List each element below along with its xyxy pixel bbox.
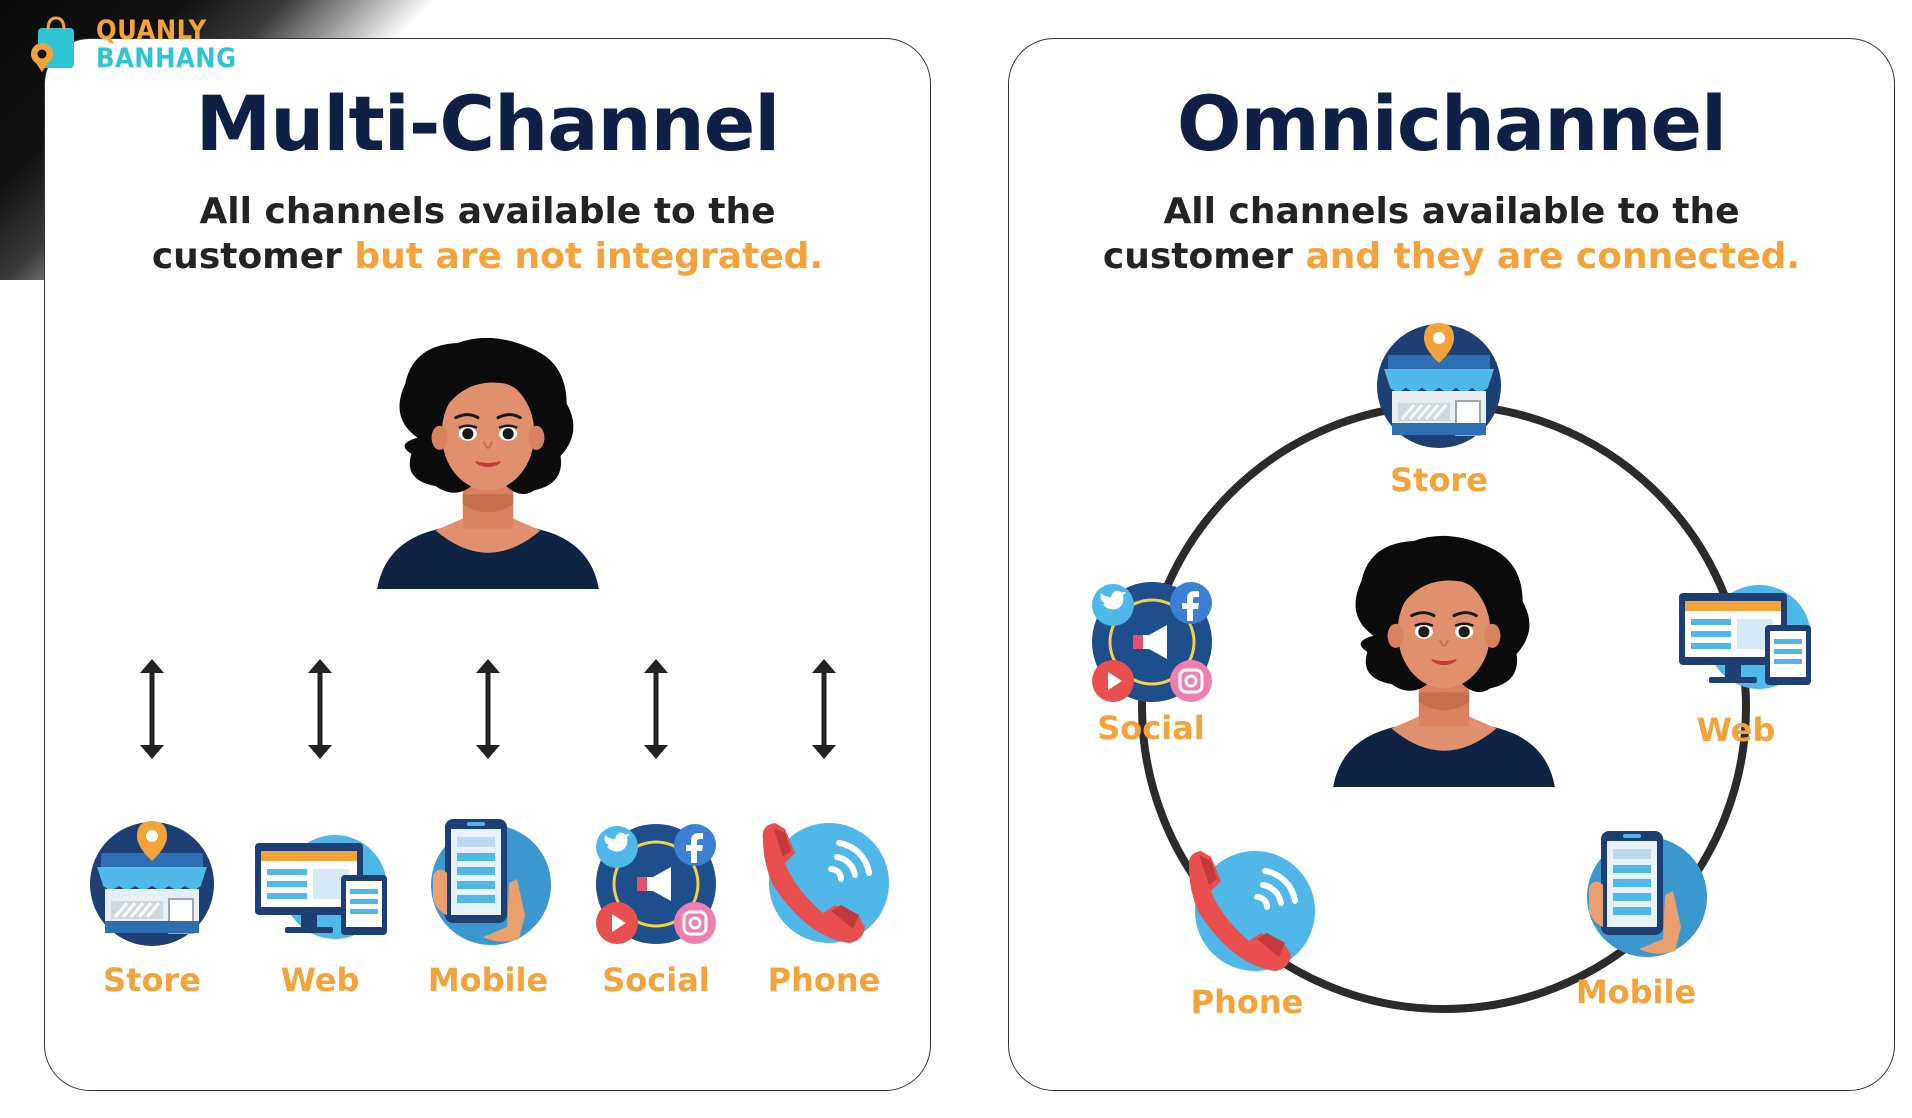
subtitle-plain: customer: [1102, 236, 1306, 277]
subtitle-highlight: but are not integrated.: [354, 236, 824, 277]
web-icon: [1675, 579, 1815, 689]
label-phone: Phone: [767, 961, 881, 999]
logo-line2: BANHANG: [96, 43, 237, 74]
customer-avatar: [377, 337, 599, 589]
label-mobile: Mobile: [1575, 973, 1697, 1011]
web-icon: [251, 829, 391, 939]
subtitle-plain: customer: [151, 236, 355, 277]
label-social: Social: [602, 961, 710, 999]
store-icon: [87, 819, 217, 949]
subtitle-line1: All channels available to the: [199, 191, 776, 232]
arrow-store: [137, 657, 167, 761]
panel-title: Omnichannel: [1176, 79, 1727, 168]
social-icon: [591, 819, 721, 949]
label-store: Store: [1390, 461, 1488, 499]
label-social: Social: [1097, 709, 1205, 747]
mobile-icon: [423, 819, 553, 949]
label-store: Store: [103, 961, 201, 999]
arrow-web: [305, 657, 335, 761]
customer-avatar: [1333, 535, 1555, 787]
subtitle-line1: All channels available to the: [1163, 191, 1740, 232]
label-web: Web: [1696, 711, 1776, 749]
omnichannel-panel: Omnichannel All channels available to th…: [1008, 38, 1895, 1091]
phone-icon: [1185, 847, 1315, 977]
label-phone: Phone: [1190, 983, 1304, 1021]
social-icon: [1087, 577, 1217, 707]
logo-text: QUANLY BANHANG: [96, 17, 237, 72]
panel-title: Multi-Channel: [195, 79, 781, 168]
subtitle-highlight: and they are connected.: [1305, 236, 1801, 277]
arrow-social: [641, 657, 671, 761]
label-web: Web: [280, 961, 360, 999]
shopping-bag-icon: [31, 16, 74, 72]
arrow-phone: [809, 657, 839, 761]
label-mobile: Mobile: [427, 961, 549, 999]
multi-channel-panel: Multi-Channel All channels available to …: [44, 38, 931, 1091]
logo-line1: QUANLY: [96, 15, 207, 47]
arrow-mobile: [473, 657, 503, 761]
panel-subtitle: All channels available to the customer b…: [45, 189, 930, 279]
store-icon: [1374, 321, 1504, 451]
phone-icon: [759, 819, 889, 949]
panel-subtitle: All channels available to the customer a…: [1009, 189, 1894, 279]
mobile-icon: [1579, 831, 1709, 961]
brand-logo[interactable]: QUANLY BANHANG: [26, 14, 237, 76]
